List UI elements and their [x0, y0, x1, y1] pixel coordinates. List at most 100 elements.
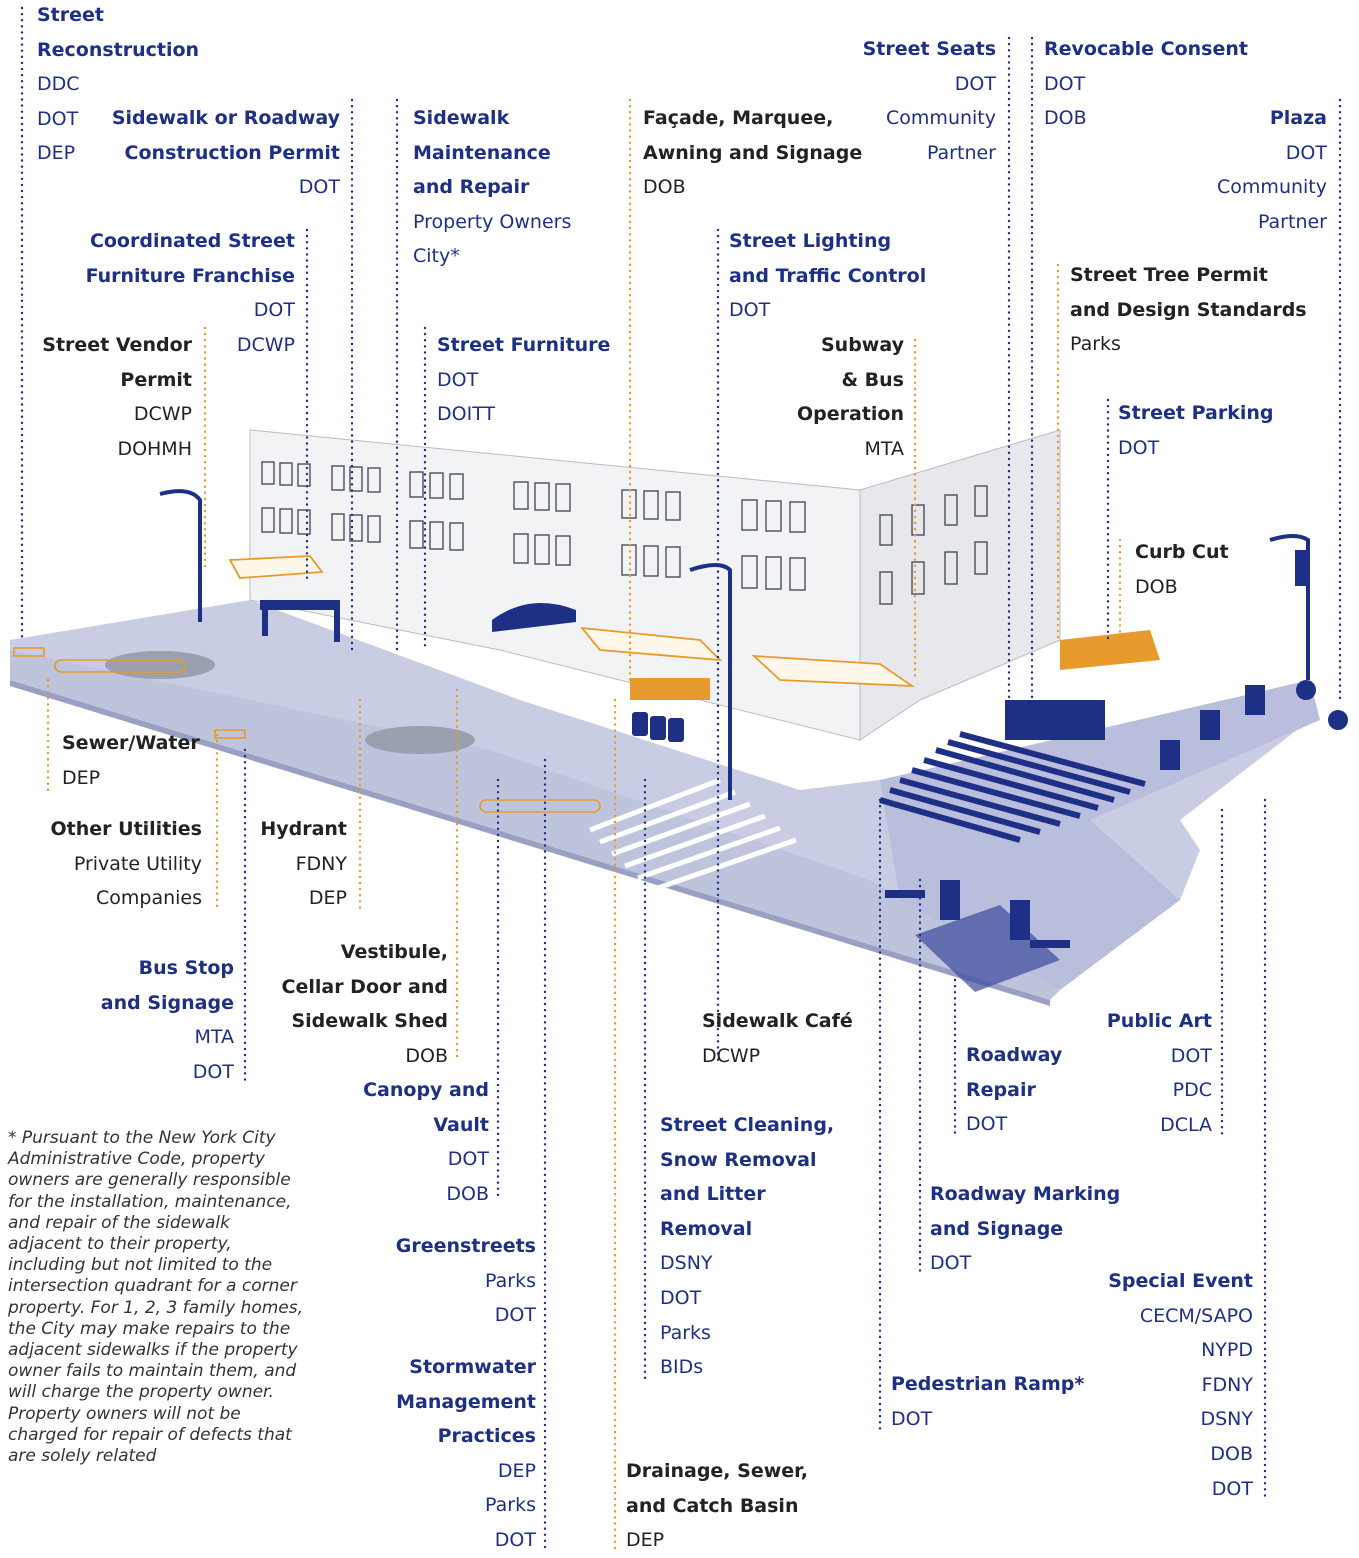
label-pedestrian-ramp: Pedestrian Ramp* DOT [891, 1367, 1084, 1436]
label-title: and Design Standards [1070, 298, 1307, 321]
bus-shelter [260, 600, 340, 642]
label-title: Management [396, 1390, 536, 1413]
label-agency: MTA [864, 437, 904, 460]
label-agency: PDC [1172, 1079, 1212, 1102]
label-agency: DCWP [702, 1044, 761, 1067]
label-title: Street Lighting [729, 230, 892, 252]
label-sidewalk-maintenance: Sidewalk Maintenance and Repair Property… [413, 101, 571, 274]
label-title: Awning and Signage [643, 141, 863, 164]
label-sidewalk-cafe: Sidewalk Café DCWP [702, 1004, 853, 1073]
label-coordinated-street-furniture: Coordinated Street Furniture Franchise D… [86, 224, 295, 362]
label-title: Vestibule, [340, 941, 448, 963]
label-agency: DSNY [1200, 1408, 1253, 1431]
label-title: and Traffic Control [729, 264, 927, 287]
label-agency: Parks [660, 1321, 711, 1344]
label-title: Practices [437, 1425, 536, 1448]
label-title: Subway [821, 334, 904, 356]
label-title: Bus Stop [138, 957, 234, 979]
label-agency: DOT [1118, 436, 1160, 459]
label-title: Sidewalk [413, 107, 510, 129]
label-street-seats: Street Seats DOT Community Partner [863, 32, 996, 170]
footnote: * Pursuant to the New York City Administ… [8, 1128, 304, 1467]
label-agency: Partner [1257, 210, 1327, 233]
label-canopy-vault: Canopy and Vault DOT DOB [363, 1073, 489, 1211]
label-title: Greenstreets [395, 1235, 536, 1257]
label-agency: DOB [446, 1182, 489, 1205]
street-sign [1295, 550, 1309, 586]
label-street-reconstruction: Street Reconstruction DDC DOT DEP [37, 0, 199, 171]
label-title: Sidewalk Shed [291, 1010, 448, 1033]
label-agency: DOB [643, 176, 686, 199]
label-street-lighting: Street Lighting and Traffic Control DOT [729, 224, 926, 328]
label-title: Façade, Marquee, [643, 107, 834, 129]
label-title: Coordinated Street [89, 230, 295, 252]
label-street-parking: Street Parking DOT [1118, 396, 1274, 465]
label-title: Plaza [1269, 107, 1327, 129]
label-title: Public Art [1106, 1010, 1212, 1032]
label-agency: DEP [308, 887, 347, 910]
label-street-vendor: Street Vendor Permit DCWP DOHMH [42, 328, 192, 466]
label-title: Hydrant [260, 818, 347, 840]
storefront-awnings [228, 555, 916, 688]
label-special-event: Special Event CECM/SAPO NYPD FDNY DSNY D… [1108, 1264, 1253, 1506]
label-agency: DOB [1044, 107, 1087, 130]
label-agency: CECM/SAPO [1139, 1304, 1253, 1327]
label-title: & Bus [841, 368, 904, 391]
label-title: Curb Cut [1135, 541, 1229, 563]
curb-cut-ramp [1060, 630, 1160, 670]
label-facade-marquee: Façade, Marquee, Awning and Signage DOB [643, 101, 862, 205]
label-agency: Community [1217, 176, 1327, 199]
label-sidewalk-roadway-construction: Sidewalk or Roadway Construction Permit … [112, 101, 340, 205]
label-title: Vault [433, 1113, 489, 1136]
label-title: Reconstruction [37, 38, 200, 61]
label-street-furniture: Street Furniture DOT DOITT [437, 328, 610, 432]
label-agency: Property Owners [413, 210, 572, 233]
label-title: Street Furniture [437, 334, 611, 356]
label-street-tree-permit: Street Tree Permit and Design Standards … [1070, 258, 1307, 362]
label-agency: DOHMH [117, 437, 192, 460]
label-agency: DOT [192, 1060, 234, 1083]
label-agency: FDNY [1201, 1373, 1253, 1396]
building-right-facade [859, 429, 1061, 741]
street-seats-platform [1005, 700, 1105, 740]
label-title: Roadway [966, 1044, 1063, 1066]
label-roadway-repair: Roadway Repair DOT [966, 1038, 1062, 1142]
label-agency: DOT [1285, 141, 1327, 164]
label-agency: DOB [1135, 575, 1178, 598]
label-title: Revocable Consent [1044, 38, 1248, 60]
label-title: Sewer/Water [62, 732, 200, 754]
label-title: Street Vendor [42, 334, 192, 356]
label-agency: DCLA [1160, 1113, 1212, 1136]
label-agency: DOT [253, 299, 295, 322]
plaza-tables [1160, 680, 1348, 770]
label-agency: MTA [194, 1026, 234, 1049]
building-windows [261, 461, 988, 605]
label-agency: Community [886, 107, 996, 130]
label-agency: Parks [485, 1494, 536, 1517]
label-title: Removal [660, 1217, 753, 1240]
label-other-utilities: Other Utilities Private Utility Companie… [51, 812, 202, 916]
label-title: Snow Removal [660, 1148, 817, 1171]
label-title: Street Parking [1118, 402, 1274, 424]
label-title: and Signage [930, 1217, 1064, 1240]
label-agency: DEP [37, 142, 76, 165]
label-title: and Repair [413, 176, 530, 199]
crosswalk-white [589, 777, 797, 893]
label-agency: Private Utility [73, 852, 202, 875]
label-agency: DCWP [236, 333, 295, 356]
label-title: Stormwater [409, 1356, 536, 1378]
label-agency: DOT [1044, 72, 1086, 95]
label-title: Roadway Marking [930, 1183, 1121, 1205]
label-bus-stop: Bus Stop and Signage MTA DOT [101, 951, 234, 1089]
canopy [492, 602, 576, 632]
label-title: and Litter [660, 1183, 766, 1206]
label-title: Furniture Franchise [85, 264, 295, 287]
trash-cans [632, 712, 684, 742]
label-title: Canopy and [363, 1079, 489, 1101]
label-street-cleaning: Street Cleaning, Snow Removal and Litter… [660, 1108, 834, 1385]
label-agency: DOT [966, 1113, 1008, 1136]
label-title: Street [37, 4, 104, 26]
label-public-art: Public Art DOT PDC DCLA [1107, 1004, 1212, 1142]
label-title: Drainage, Sewer, [626, 1460, 808, 1482]
label-agency: DOB [1210, 1442, 1253, 1465]
